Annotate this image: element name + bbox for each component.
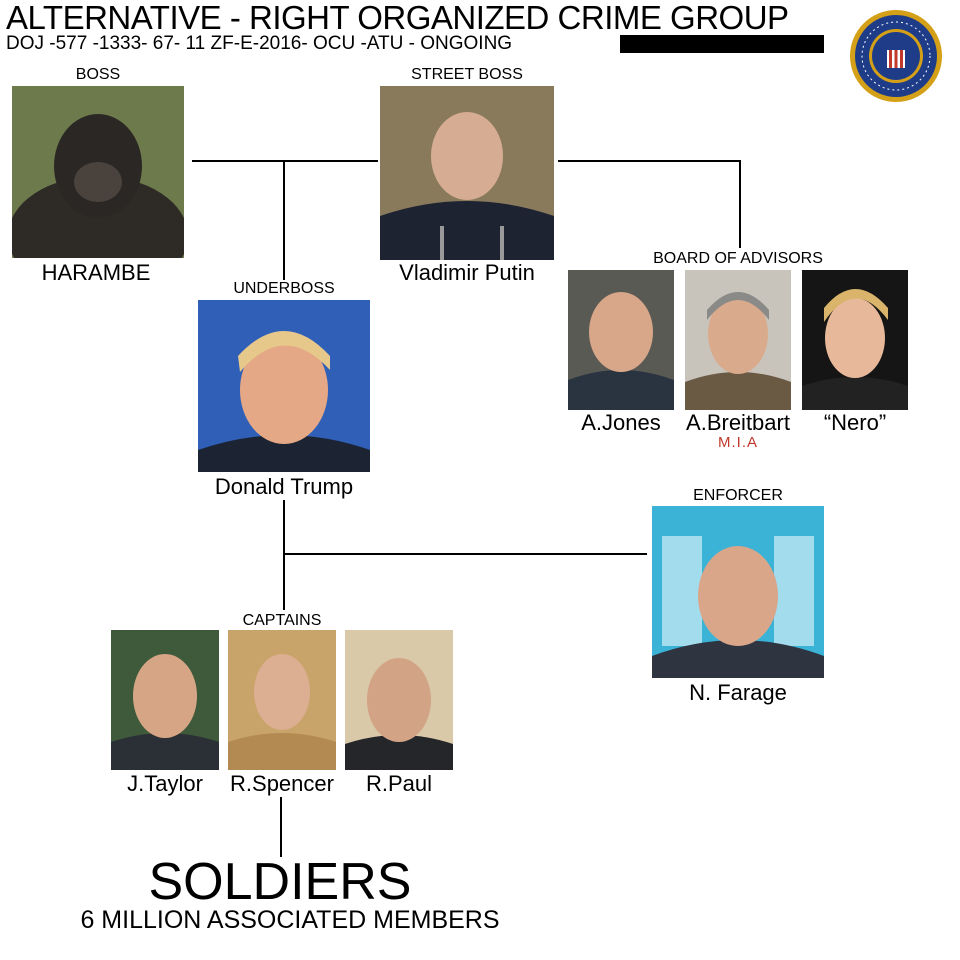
connector-line xyxy=(283,500,285,610)
advisor-3-photo xyxy=(802,270,908,410)
advisor-2-photo xyxy=(685,270,791,410)
street-boss-photo xyxy=(380,86,554,260)
chart-title: ALTERNATIVE - RIGHT ORGANIZED CRIME GROU… xyxy=(6,0,789,36)
fbi-seal-icon xyxy=(848,8,944,104)
advisor-3-name: “Nero” xyxy=(823,410,887,435)
connector-line xyxy=(558,160,741,162)
advisor-1-photo xyxy=(568,270,674,410)
enforcer-name: N. Farage xyxy=(689,680,787,705)
underboss-photo xyxy=(198,300,370,472)
connector-line xyxy=(280,797,282,857)
advisor-1-name: A.Jones xyxy=(581,410,661,435)
captain-3-name: R.Paul xyxy=(365,771,433,796)
role-label-underboss: UNDERBOSS xyxy=(233,280,335,297)
connector-line xyxy=(283,160,285,280)
role-label-enforcer: ENFORCER xyxy=(693,487,783,504)
boss-photo xyxy=(12,86,184,258)
captain-3-photo xyxy=(345,630,453,770)
captain-2-name: R.Spencer xyxy=(230,771,334,796)
role-label-boss: BOSS xyxy=(75,66,121,83)
captain-1-photo xyxy=(111,630,219,770)
redaction-bar xyxy=(620,35,824,53)
soldiers-heading: SOLDIERS xyxy=(148,853,412,911)
soldiers-member-count: 6 MILLION ASSOCIATED MEMBERS xyxy=(80,906,500,934)
underboss-name: Donald Trump xyxy=(214,474,354,499)
connector-line xyxy=(283,553,647,555)
street-boss-name: Vladimir Putin xyxy=(399,260,535,285)
enforcer-photo xyxy=(652,506,824,678)
case-number: DOJ -577 -1333- 67- 11 ZF-E-2016- OCU -A… xyxy=(6,33,513,54)
role-label-street-boss: STREET BOSS xyxy=(411,66,523,83)
role-label-captains: CAPTAINS xyxy=(242,612,322,629)
advisor-2-mia-note: M.I.A xyxy=(717,434,758,451)
connector-line xyxy=(192,160,378,162)
captain-2-photo xyxy=(228,630,336,770)
role-label-board: BOARD OF ADVISORS xyxy=(653,250,823,267)
advisor-2-name: A.Breitbart xyxy=(686,410,790,435)
connector-line xyxy=(739,160,741,248)
boss-name: HARAMBE xyxy=(41,260,151,285)
captain-1-name: J.Taylor xyxy=(127,771,203,796)
